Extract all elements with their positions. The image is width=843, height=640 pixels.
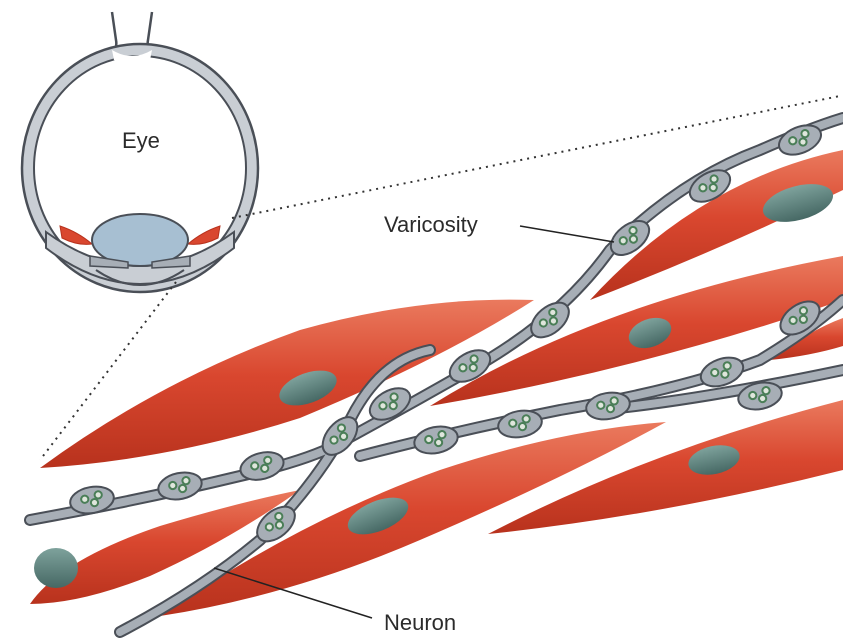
vesicle: [438, 430, 447, 439]
vesicle: [178, 484, 187, 493]
varicosity-pointer: [520, 226, 614, 242]
vesicle: [168, 481, 177, 490]
eye-label: Eye: [122, 128, 160, 153]
eye-inset: Eye: [22, 12, 258, 292]
vesicle: [710, 368, 719, 377]
vesicle: [522, 415, 530, 423]
vesicle: [182, 476, 191, 485]
vesicle: [606, 404, 614, 412]
vesicle: [94, 491, 102, 499]
vesicle: [263, 456, 272, 465]
vesicle: [424, 435, 433, 444]
vesicle: [81, 495, 89, 503]
vesicle: [260, 464, 269, 473]
vesicle: [748, 391, 757, 400]
varicosity-label: Varicosity: [384, 212, 478, 237]
vesicle: [723, 361, 732, 370]
vesicle: [762, 386, 771, 395]
neuron-label: Neuron: [384, 610, 456, 635]
vesicle: [720, 370, 729, 379]
vesicle: [518, 422, 526, 430]
vesicle: [610, 397, 618, 405]
vesicle: [90, 498, 98, 506]
vesicle: [250, 461, 259, 470]
vesicle: [597, 401, 605, 409]
vesicle: [434, 438, 443, 447]
vesicle: [758, 394, 767, 403]
vesicle: [509, 419, 517, 427]
nucleus: [34, 548, 78, 588]
